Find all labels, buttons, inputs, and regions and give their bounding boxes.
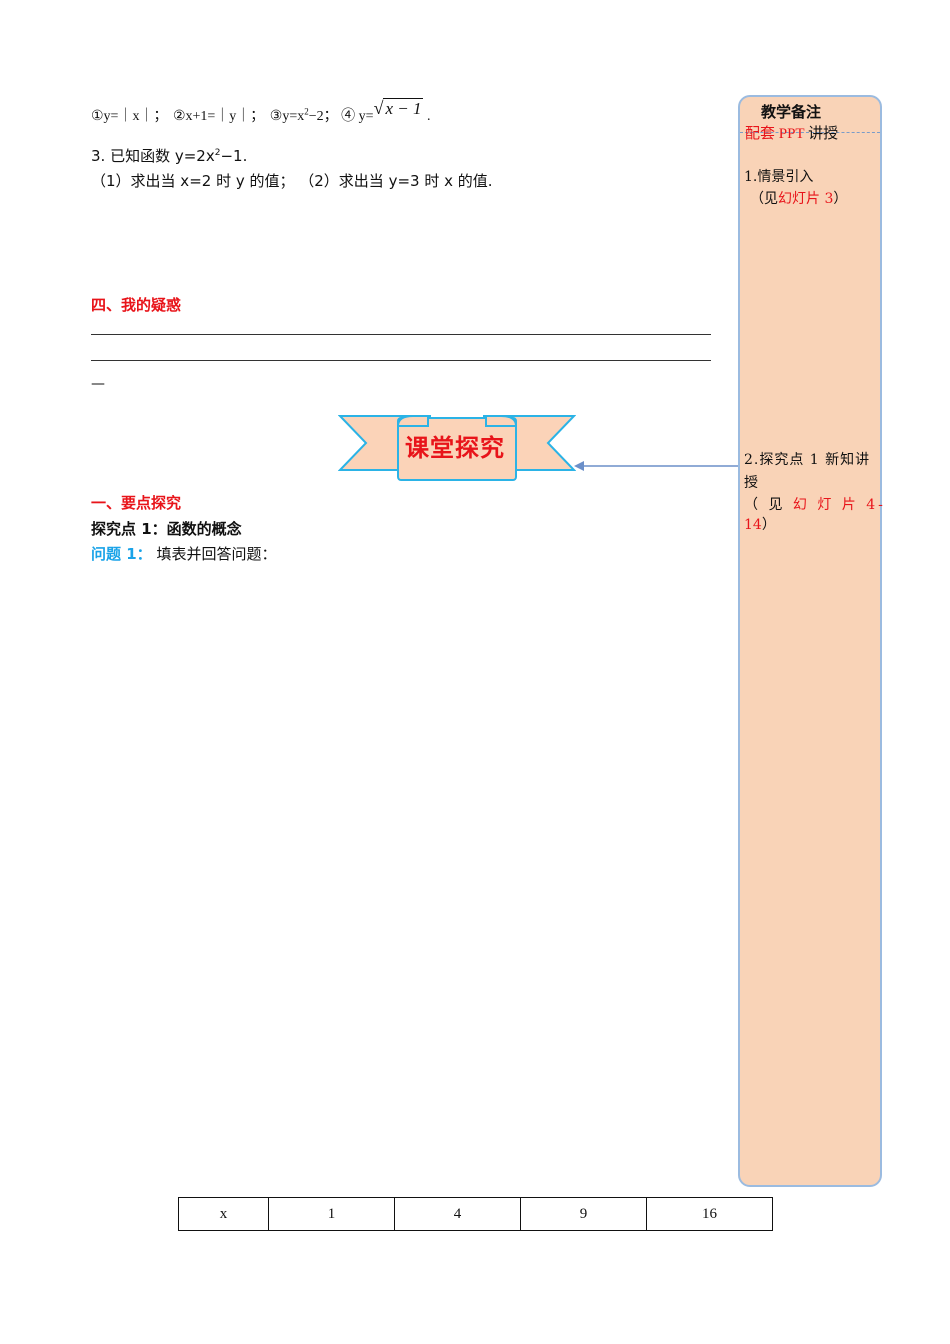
question-3-title: 3. 已知函数 y=2x2−1. bbox=[91, 145, 247, 166]
exercise-item-2: ②x+1=｜y｜； bbox=[172, 109, 265, 124]
exercise-end: . bbox=[426, 109, 431, 124]
exploration-point-title: 探究点 1：函数的概念 bbox=[91, 520, 242, 538]
note-2-title: 2.探究点 1 新知讲 bbox=[744, 452, 871, 468]
question-3-exponent: 2 bbox=[214, 148, 221, 158]
radical-sign-icon: √ bbox=[373, 98, 384, 118]
answer-line bbox=[91, 334, 711, 335]
notes-subtitle-highlight: 配套 PPT bbox=[745, 126, 805, 142]
notes-subtitle: 配套 PPT 讲授 bbox=[745, 122, 838, 143]
section-heading: 一、要点探究 bbox=[91, 494, 182, 512]
note-2-slide-end: 14 bbox=[744, 517, 762, 533]
notes-subtitle-text: 讲授 bbox=[808, 126, 839, 142]
banner-ribbon-icon bbox=[338, 415, 576, 481]
note-2-ref: （ 见 幻 灯 片 4- bbox=[744, 494, 886, 514]
note-2-ref-close: ） bbox=[761, 517, 776, 533]
sqrt-expression: √x − 1 bbox=[374, 98, 424, 125]
answer-line bbox=[91, 360, 711, 361]
notes-title: 教学备注 bbox=[761, 103, 822, 121]
note-1-ref-close: ） bbox=[833, 191, 848, 207]
exercise-item-3-base: ③y=x bbox=[269, 109, 305, 124]
exercise-item-3: ③y=x2−2； bbox=[269, 106, 338, 124]
note-1-title: 1.情景引入 bbox=[744, 169, 814, 185]
note-1-ref-open: （见 bbox=[750, 191, 778, 207]
table-cell: 9 bbox=[520, 1197, 647, 1231]
exercise-item-3-tail: −2； bbox=[308, 109, 338, 124]
note-2-slide: 幻 灯 片 4- bbox=[792, 497, 886, 513]
problem-1: 问题 1： 填表并回答问题： bbox=[91, 543, 276, 564]
exercise-item-1: ①y=｜x｜； bbox=[91, 109, 168, 124]
connector-arrow-icon bbox=[574, 461, 738, 471]
teaching-notes-panel bbox=[738, 95, 882, 1187]
note-1-slide: 幻灯片 3 bbox=[778, 191, 834, 207]
exercise-line: ①y=｜x｜； ②x+1=｜y｜； ③y=x2−2； ④ y=√x − 1 . bbox=[91, 98, 431, 125]
note-2-ref-open: （ 见 bbox=[744, 497, 786, 513]
table-cell: 16 bbox=[646, 1197, 773, 1231]
problem-text: 填表并回答问题： bbox=[156, 545, 277, 563]
problem-label: 问题 1： bbox=[91, 545, 152, 563]
question-3-parts: （1）求出当 x=2 时 y 的值； （2）求出当 y=3 时 x 的值. bbox=[91, 172, 493, 190]
exercise-item-4-label: ④ y= bbox=[341, 109, 374, 124]
value-table: x 1 4 9 16 bbox=[178, 1197, 773, 1231]
note-1-ref: （见幻灯片 3） bbox=[750, 188, 847, 208]
table-cell: 4 bbox=[394, 1197, 521, 1231]
note-2-ref-cont: 14） bbox=[744, 514, 776, 534]
table-cell: 1 bbox=[268, 1197, 395, 1231]
exercise-item-4: ④ y=√x − 1 bbox=[341, 98, 424, 124]
question-3-title-text: 3. 已知函数 y=2x bbox=[91, 147, 215, 165]
radicand: x − 1 bbox=[383, 98, 424, 118]
question-3-title-tail: −1. bbox=[220, 147, 248, 165]
answer-line-short: — bbox=[91, 376, 105, 392]
table-cell: x bbox=[178, 1197, 269, 1231]
table-row: x 1 4 9 16 bbox=[178, 1197, 773, 1231]
exercise-item-3-exponent: 2 bbox=[304, 106, 309, 117]
note-2-title-cont: 授 bbox=[744, 475, 758, 491]
notes-divider bbox=[740, 132, 880, 133]
doubts-heading: 四、我的疑惑 bbox=[91, 296, 182, 314]
banner-title: 课堂探究 bbox=[405, 434, 505, 462]
